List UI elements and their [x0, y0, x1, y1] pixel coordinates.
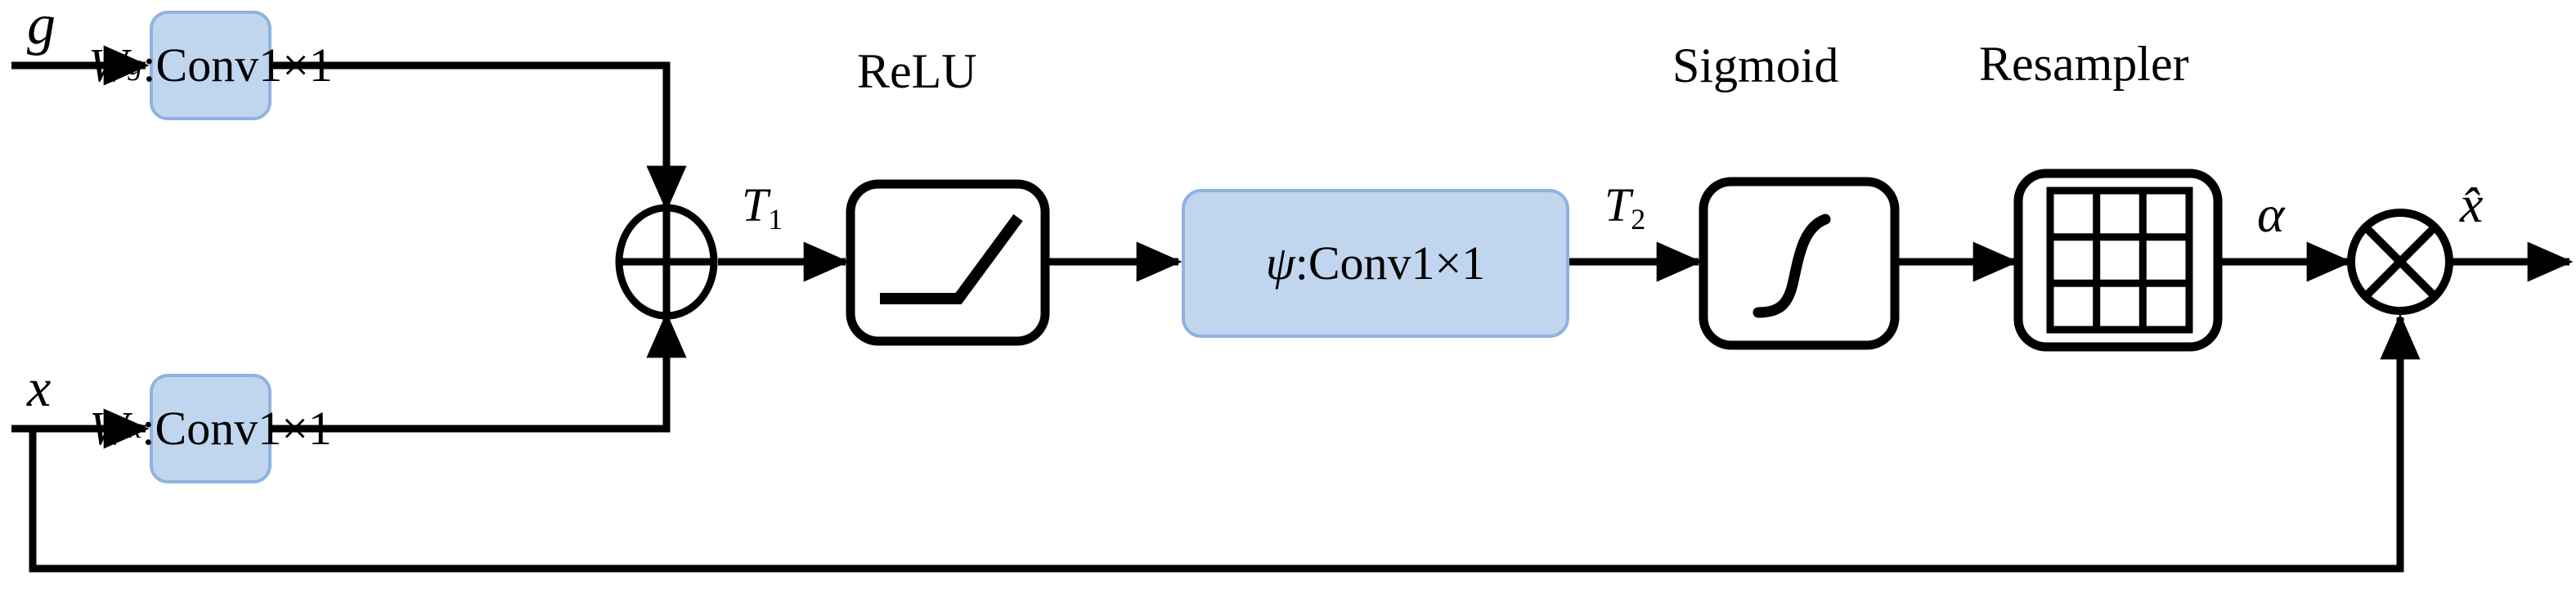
- input-label-g: g: [27, 0, 56, 56]
- block-psi-symbol: ψ: [1265, 236, 1295, 290]
- caption-relu: ReLU: [857, 44, 977, 98]
- block-wx-symbol: W: [89, 402, 129, 455]
- edge-label-t2-base: T: [1604, 178, 1631, 232]
- box-sigmoid: [1699, 177, 1900, 350]
- arrow-skip-connection: [29, 313, 2421, 573]
- output-label-xhat: x̂: [2460, 175, 2484, 233]
- block-wx-operation: Conv1×1: [155, 402, 332, 455]
- block-wx-subscript: x: [128, 411, 142, 445]
- operator-multiply-shape: [2347, 209, 2453, 315]
- arrow-group: [11, 45, 2574, 573]
- caption-resampler: Resampler: [1979, 37, 2189, 91]
- block-psi-operation: Conv1×1: [1308, 236, 1486, 290]
- edge-label-t1: T1: [742, 182, 783, 235]
- box-relu: [846, 179, 1050, 346]
- arrow-wg-to-add: [270, 61, 687, 212]
- edge-label-t1-sub: 1: [768, 203, 783, 236]
- block-wx: [150, 374, 272, 483]
- operator-add-shape: [615, 204, 718, 320]
- box-resampler: [2013, 169, 2223, 352]
- block-psi-separator: :: [1295, 236, 1308, 290]
- arrow-wx-to-add: [270, 312, 687, 433]
- block-psi-label-wrap: ψ : Conv1×1: [1183, 191, 1568, 336]
- sigmoid-curve-icon: [1752, 214, 1831, 318]
- block-wg-operation: Conv1×1: [155, 38, 333, 92]
- block-wx-separator: :: [141, 402, 155, 455]
- grid-3x3-icon: [2046, 187, 2193, 334]
- edge-label-t2-sub: 2: [1631, 203, 1646, 236]
- block-wg-symbol: W: [88, 38, 128, 92]
- block-wg-separator: :: [142, 38, 156, 92]
- caption-sigmoid: Sigmoid: [1672, 38, 1839, 92]
- relu-ramp-icon: [880, 214, 1023, 304]
- block-wg: [150, 11, 272, 120]
- block-wg-subscript: g: [128, 48, 143, 82]
- input-label-x: x: [27, 358, 52, 418]
- edge-label-alpha: α: [2257, 185, 2285, 243]
- block-psi-label: ψ : Conv1×1: [1183, 191, 1568, 336]
- block-psi: [1182, 189, 1569, 338]
- edge-label-t2: T2: [1604, 182, 1645, 235]
- edge-label-t1-base: T: [742, 178, 769, 232]
